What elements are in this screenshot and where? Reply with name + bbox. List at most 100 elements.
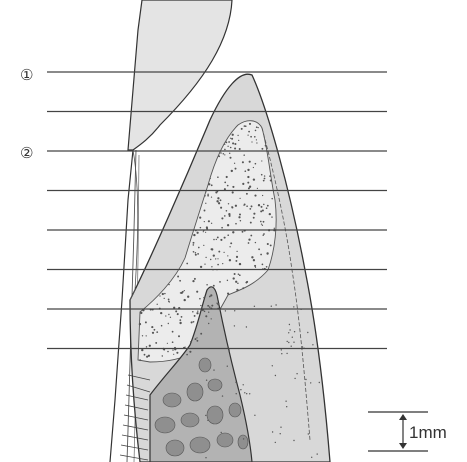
gingiva-dot bbox=[234, 310, 235, 311]
stipple-dot bbox=[186, 354, 188, 356]
stipple-dot bbox=[194, 315, 196, 317]
stipple-dot bbox=[237, 283, 239, 285]
stipple-dot bbox=[262, 235, 263, 236]
stipple-dot bbox=[235, 168, 237, 170]
gingiva-dot bbox=[307, 332, 308, 333]
gingiva-dot bbox=[286, 353, 287, 354]
stipple-dot bbox=[242, 183, 244, 185]
stipple-dot bbox=[228, 141, 230, 143]
stipple-dot bbox=[224, 149, 226, 151]
stipple-dot bbox=[162, 293, 164, 295]
stipple-dot bbox=[248, 238, 250, 240]
stipple-dot bbox=[253, 167, 254, 168]
stipple-dot bbox=[193, 234, 195, 236]
stipple-dot bbox=[178, 335, 180, 337]
stipple-dot bbox=[146, 335, 147, 336]
stipple-dot bbox=[200, 227, 202, 229]
gingiva-dot bbox=[289, 324, 290, 325]
stipple-dot bbox=[199, 298, 201, 300]
gingiva-dot bbox=[236, 393, 237, 394]
stipple-dot bbox=[229, 246, 230, 247]
stipple-dot bbox=[211, 223, 212, 224]
stipple-dot bbox=[220, 199, 222, 201]
stipple-dot bbox=[263, 233, 265, 235]
stipple-dot bbox=[149, 345, 151, 347]
gingiva-dot bbox=[243, 438, 244, 439]
stipple-dot bbox=[224, 237, 226, 239]
gingiva-dot bbox=[293, 440, 294, 441]
stipple-dot bbox=[234, 147, 236, 149]
stipple-dot bbox=[192, 311, 194, 313]
stipple-dot bbox=[222, 263, 223, 264]
gingiva-dot bbox=[227, 366, 228, 367]
stipple-dot bbox=[267, 205, 269, 207]
stipple-dot bbox=[190, 341, 192, 343]
stipple-dot bbox=[179, 322, 181, 324]
stipple-dot bbox=[235, 223, 237, 225]
gingiva-dot bbox=[234, 325, 235, 326]
stipple-dot bbox=[172, 349, 173, 350]
gingiva-dot bbox=[244, 392, 245, 393]
stipple-dot bbox=[237, 135, 238, 136]
stipple-dot bbox=[205, 203, 206, 204]
gingiva-dot bbox=[312, 344, 313, 345]
gingiva-dot bbox=[293, 306, 294, 307]
stipple-dot bbox=[193, 251, 195, 253]
stipple-dot bbox=[142, 335, 143, 336]
stipple-dot bbox=[211, 248, 213, 250]
scale-arrow-down-icon bbox=[399, 443, 407, 449]
stipple-dot bbox=[239, 213, 241, 215]
marker-1: ① bbox=[20, 66, 33, 84]
stipple-dot bbox=[227, 255, 228, 256]
stipple-dot bbox=[234, 273, 236, 275]
gingiva-dot bbox=[207, 420, 208, 421]
stipple-dot bbox=[239, 263, 241, 265]
stipple-dot bbox=[262, 209, 264, 211]
stipple-dot bbox=[234, 163, 235, 164]
stipple-dot bbox=[157, 304, 158, 305]
gingiva-dot bbox=[287, 341, 288, 342]
stipple-dot bbox=[181, 316, 183, 318]
stipple-dot bbox=[261, 223, 262, 224]
stipple-dot bbox=[196, 340, 198, 342]
stipple-dot bbox=[205, 232, 206, 233]
stipple-dot bbox=[257, 188, 258, 189]
stipple-dot bbox=[211, 266, 212, 267]
stipple-dot bbox=[249, 186, 251, 188]
stipple-dot bbox=[216, 200, 218, 202]
stipple-dot bbox=[249, 208, 251, 210]
stipple-dot bbox=[258, 127, 259, 128]
stipple-dot bbox=[251, 141, 252, 142]
stipple-dot bbox=[267, 243, 269, 245]
stipple-dot bbox=[168, 301, 170, 303]
gingiva-dot bbox=[221, 432, 222, 433]
stipple-dot bbox=[160, 312, 162, 314]
stipple-dot bbox=[234, 143, 236, 145]
gingiva-dot bbox=[213, 369, 214, 370]
stipple-dot bbox=[274, 228, 275, 229]
stipple-dot bbox=[213, 254, 215, 256]
stipple-dot bbox=[246, 205, 248, 207]
gingiva-dot bbox=[319, 382, 320, 383]
stipple-dot bbox=[186, 263, 188, 265]
stipple-dot bbox=[203, 231, 204, 232]
stipple-dot bbox=[240, 220, 241, 221]
stipple-dot bbox=[197, 253, 199, 255]
stipple-dot bbox=[248, 131, 250, 133]
stipple-dot bbox=[269, 175, 271, 177]
stipple-dot bbox=[170, 317, 171, 318]
stipple-dot bbox=[184, 346, 185, 347]
stipple-dot bbox=[243, 154, 245, 156]
stipple-dot bbox=[256, 139, 257, 140]
stipple-dot bbox=[200, 305, 201, 306]
stipple-dot bbox=[250, 235, 252, 237]
stipple-dot bbox=[228, 203, 229, 204]
stipple-dot bbox=[215, 258, 216, 259]
gingiva-dot bbox=[246, 326, 247, 327]
stipple-dot bbox=[261, 174, 263, 176]
stipple-dot bbox=[220, 152, 222, 154]
stipple-dot bbox=[164, 298, 165, 299]
stipple-dot bbox=[249, 123, 251, 125]
gingiva-dot bbox=[206, 380, 207, 381]
gingiva-dot bbox=[289, 329, 290, 330]
